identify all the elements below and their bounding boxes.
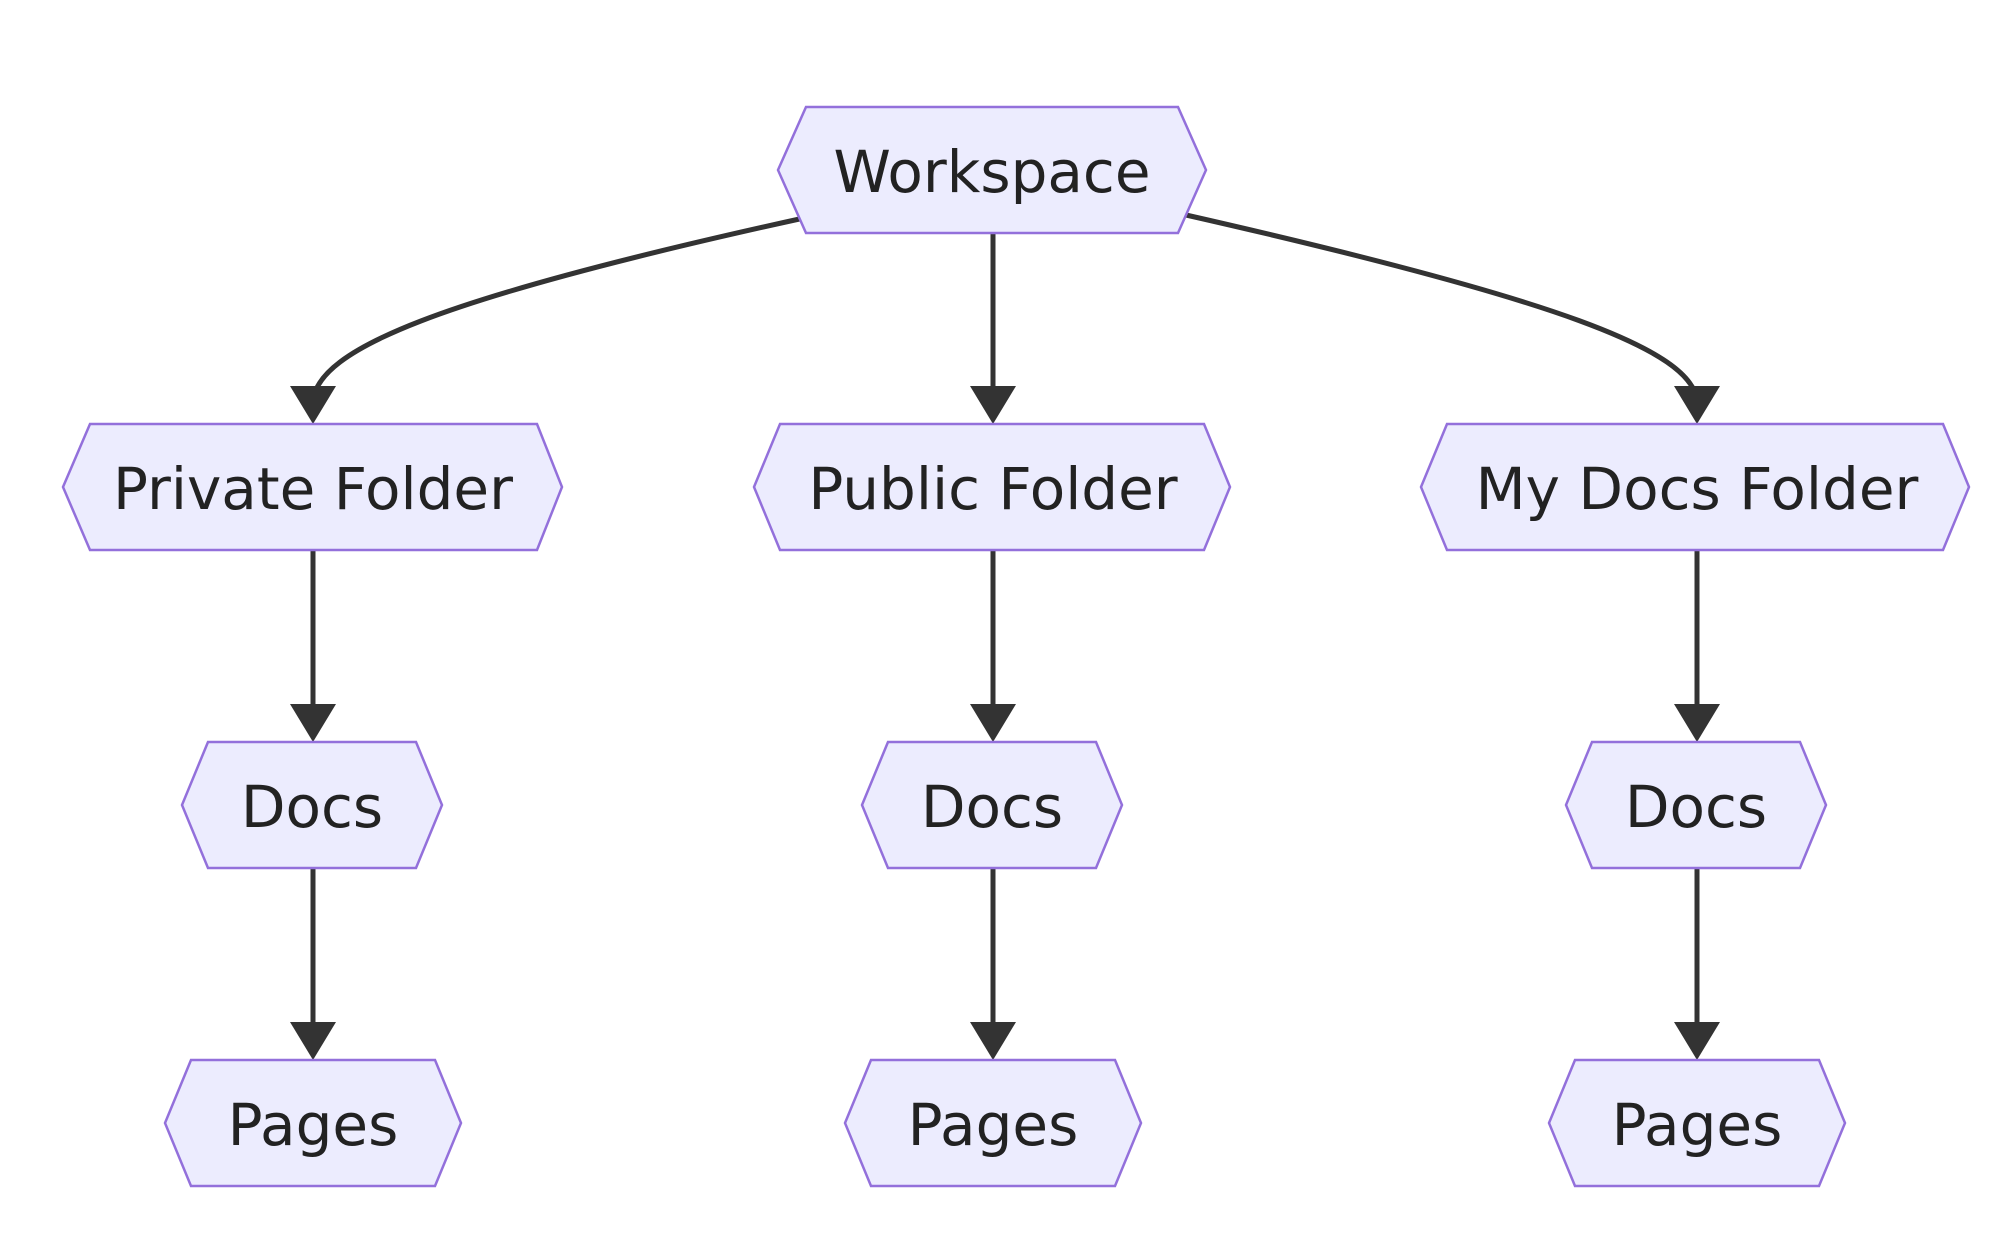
node-private-pages[interactable]: Pages (163, 1058, 463, 1188)
node-label-private-pages: Pages (228, 1091, 399, 1159)
node-mydocs-folder[interactable]: My Docs Folder (1419, 422, 1971, 552)
node-label-workspace: Workspace (833, 138, 1150, 206)
node-label-public-pages: Pages (908, 1091, 1079, 1159)
node-label-mydocs-folder: My Docs Folder (1476, 455, 1919, 523)
node-label-mydocs-pages: Pages (1612, 1091, 1783, 1159)
node-label-public-docs: Docs (921, 773, 1063, 841)
edge-public-docs-to-public-pages (970, 868, 1016, 1060)
node-public-docs[interactable]: Docs (860, 740, 1124, 870)
nodes: Workspace Private Folder Public Folder M… (61, 105, 1971, 1188)
node-private-docs[interactable]: Docs (180, 740, 444, 870)
node-mydocs-docs[interactable]: Docs (1564, 740, 1828, 870)
node-public-pages[interactable]: Pages (843, 1058, 1143, 1188)
node-private-folder[interactable]: Private Folder (61, 422, 564, 552)
node-workspace[interactable]: Workspace (776, 105, 1208, 235)
edges (290, 212, 1720, 1060)
edge-mydocs-docs-to-mydocs-pages (1674, 868, 1720, 1060)
node-label-public-folder: Public Folder (808, 455, 1177, 523)
edge-mydocs-folder-to-mydocs-docs (1674, 550, 1720, 742)
node-label-private-docs: Docs (241, 773, 383, 841)
edge-workspace-to-mydocs-folder (1185, 212, 1720, 424)
node-mydocs-pages[interactable]: Pages (1547, 1058, 1847, 1188)
node-label-private-folder: Private Folder (113, 455, 513, 523)
node-public-folder[interactable]: Public Folder (752, 422, 1232, 552)
edge-workspace-to-private-folder (290, 215, 805, 424)
node-label-mydocs-docs: Docs (1625, 773, 1767, 841)
edge-public-folder-to-public-docs (970, 550, 1016, 742)
edge-workspace-to-public-folder (970, 233, 1016, 424)
edge-private-folder-to-private-docs (290, 550, 336, 742)
edge-private-docs-to-private-pages (290, 868, 336, 1060)
